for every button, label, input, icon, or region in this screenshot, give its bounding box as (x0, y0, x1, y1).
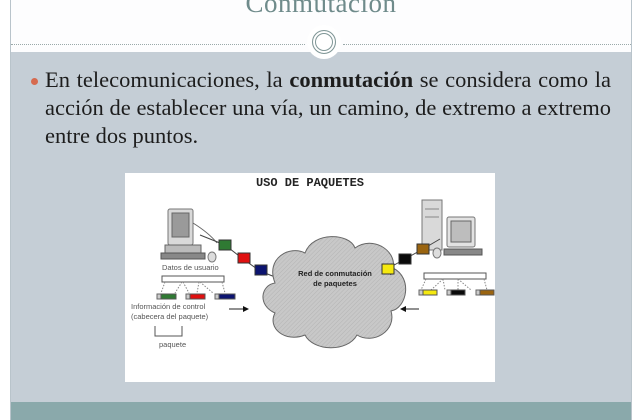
bullet-text-suffix: se considera como la acción de establece… (45, 67, 611, 148)
left-computer-icon (160, 208, 218, 263)
circle-ornament-icon (307, 25, 341, 59)
right-packet-3 (479, 289, 495, 296)
left-packet-2 (189, 293, 206, 300)
right-packet-2 (450, 289, 466, 296)
slide-footer-band (11, 402, 631, 420)
slide-title: Conmutación (245, 0, 397, 18)
packet-red (237, 252, 251, 264)
right-computer-icon (421, 199, 483, 259)
bullet-text-prefix: En telecomunicaciones, la (45, 67, 290, 92)
bullet-text-bold: conmutación (289, 67, 414, 92)
packet-label: paquete (159, 340, 187, 349)
packet-bracket (154, 326, 183, 337)
cloud-label-line2: de paquetes (313, 279, 357, 288)
cloud-label-line1: Red de conmutación (298, 269, 372, 278)
packet-green (218, 239, 232, 251)
left-packet-1 (160, 293, 177, 300)
title-divider-left (11, 44, 305, 45)
bullet-icon (31, 78, 38, 85)
packet-diagram: USO DE PAQUETES (125, 173, 495, 382)
packet-blue (254, 264, 268, 276)
bullet-text: En telecomunicaciones, la conmutación se… (45, 66, 611, 150)
diagram-graphics (154, 199, 495, 349)
network-cloud (262, 236, 407, 349)
control-info-label-2: (cabecera del paquete) (131, 312, 209, 321)
title-divider-right (343, 44, 631, 45)
packet-yellow (381, 263, 395, 275)
control-info-label-1: Información de control (131, 302, 206, 311)
cloud-label: Red de conmutación de paquetes (293, 269, 377, 289)
left-user-data-bar (161, 275, 225, 283)
packet-black (398, 253, 412, 265)
right-user-data-bar (423, 272, 487, 280)
slide: Conmutación En telecomunicaciones, la co… (10, 0, 632, 420)
user-data-label: Datos de usuario (162, 263, 219, 272)
right-packet-1 (422, 289, 438, 296)
left-packet-3 (218, 293, 236, 300)
diagram-title: USO DE PAQUETES (255, 176, 365, 190)
packet-brown (416, 243, 430, 255)
